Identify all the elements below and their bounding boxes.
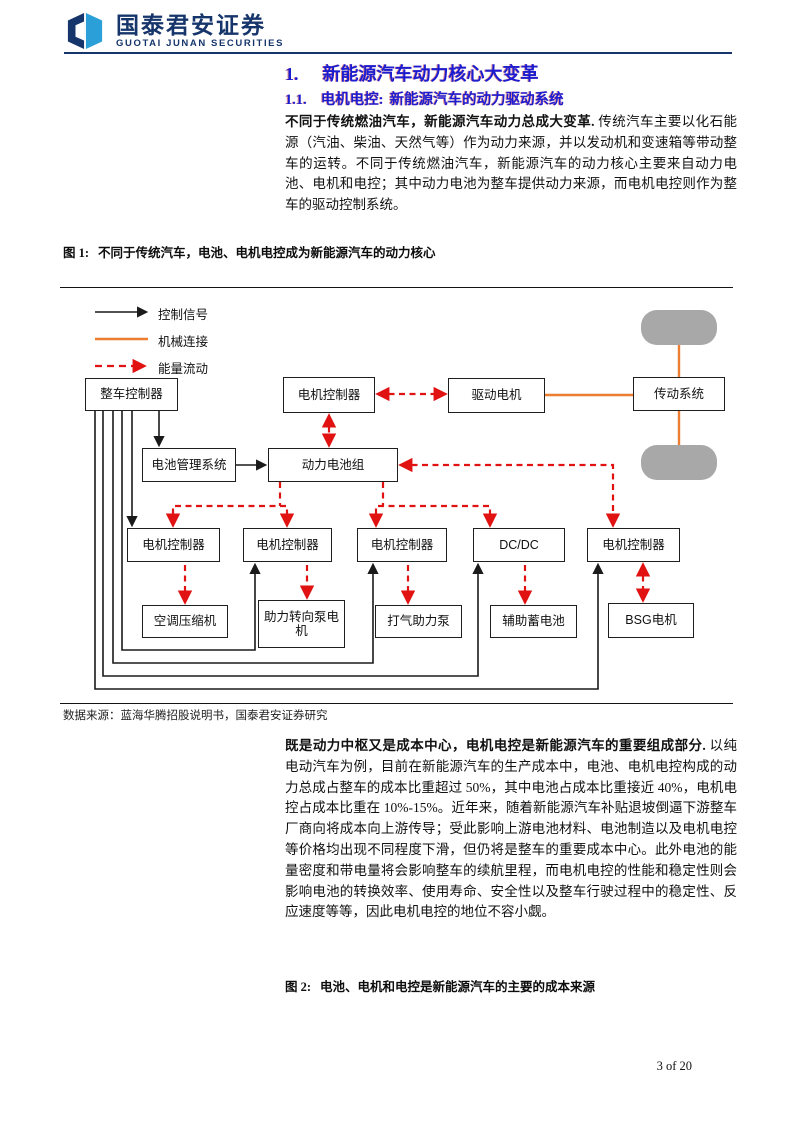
paragraph-2-lead: 既是动力中枢又是成本中心，电机电控是新能源汽车的重要组成部分. — [285, 738, 706, 753]
node-bsg-motor: BSG电机 — [608, 603, 694, 638]
subsection-title: 新能源汽车的动力驱动系统 — [389, 92, 564, 108]
paragraph-2: 既是动力中枢又是成本中心，电机电控是新能源汽车的重要组成部分. 以纯电动汽车为例… — [285, 736, 737, 923]
legend-label-mechanical-link: 机械连接 — [158, 335, 209, 349]
paragraph-2-body: 以纯电动汽车为例，目前在新能源汽车的生产成本中，电池、电机电控构成的动力总成占整… — [285, 738, 738, 920]
diagram-connectors — [94, 306, 681, 690]
subsection-keyword: 电机电控: — [320, 92, 384, 108]
wheel-bottom — [641, 445, 717, 480]
figure-2-caption-text: 电池、电机和电控是新能源汽车的主要的成本来源 — [320, 980, 596, 994]
legend-label-energy-flow: 能量流动 — [158, 362, 209, 376]
figure-bottom-rule — [60, 703, 733, 704]
node-motor-controller-4: 电机控制器 — [587, 528, 680, 562]
control-signal-wires — [94, 411, 604, 690]
paragraph-1: 不同于传统燃油汽车，新能源汽车动力总成大变革. 传统汽车主要以化石能源（汽油、柴… — [285, 112, 737, 216]
energy-flow-wires — [165, 386, 651, 605]
node-transmission: 传动系统 — [633, 377, 725, 411]
header-divider — [64, 52, 732, 54]
figure-top-rule — [60, 287, 733, 288]
figure-1-label: 图 1: — [63, 246, 90, 260]
node-air-pump: 打气助力泵 — [375, 605, 462, 638]
wheel-top — [641, 310, 717, 345]
section-number: 1. — [285, 64, 299, 84]
paragraph-1-lead: 不同于传统燃油汽车，新能源汽车动力总成大变革. — [285, 114, 595, 129]
brand-logo: 国泰君安证券 GUOTAI JUNAN SECURITIES — [64, 12, 284, 50]
paragraph-1-body: 传统汽车主要以化石能源（汽油、柴油、天然气等）作为动力来源，并以发动机和变速箱等… — [285, 114, 738, 213]
figure-2-caption: 图 2: 电池、电机和电控是新能源汽车的主要的成本来源 — [285, 976, 595, 995]
section-heading-1: 1. 新能源汽车动力核心大变革 — [285, 60, 539, 86]
figure-1-caption: 图 1: 不同于传统汽车，电池、电机电控成为新能源汽车的动力核心 — [63, 242, 436, 261]
node-dcdc-converter: DC/DC — [473, 528, 565, 562]
figure-1-source: 数据来源：蓝海华腾招股说明书，国泰君安证券研究 — [63, 710, 328, 722]
node-motor-controller-1: 电机控制器 — [127, 528, 220, 562]
section-heading-1-1: 1.1. 电机电控: 新能源汽车的动力驱动系统 — [285, 88, 564, 109]
logo-chinese-name: 国泰君安证券 — [116, 11, 266, 38]
node-motor-controller-2: 电机控制器 — [243, 528, 332, 562]
node-steering-pump-motor: 助力转向泵电机 — [258, 600, 345, 648]
node-battery-pack: 动力电池组 — [268, 448, 398, 482]
figure-1-diagram: 控制信号 机械连接 能量流动 整车控制器 电机控制器 驱动电机 传动系统 电池管… — [0, 287, 793, 703]
page-number: 3 of 20 — [656, 1059, 692, 1073]
mechanical-link-wires — [545, 345, 681, 445]
legend-label-control-signal: 控制信号 — [158, 308, 209, 322]
subsection-number: 1.1. — [285, 92, 307, 108]
node-drive-motor: 驱动电机 — [448, 378, 545, 413]
node-vehicle-controller: 整车控制器 — [85, 378, 178, 411]
logo-english-name: GUOTAI JUNAN SECURITIES — [116, 38, 285, 50]
figure-1-caption-text: 不同于传统汽车，电池、电机电控成为新能源汽车的动力核心 — [98, 246, 436, 260]
node-aux-battery: 辅助蓄电池 — [490, 605, 577, 638]
node-ac-compressor: 空调压缩机 — [142, 605, 228, 638]
section-title: 新能源汽车动力核心大变革 — [322, 64, 539, 84]
figure-2-label: 图 2: — [285, 980, 312, 994]
node-motor-controller-3: 电机控制器 — [357, 528, 447, 562]
guotai-junan-gem-icon — [67, 12, 103, 50]
node-battery-management: 电池管理系统 — [142, 448, 236, 482]
node-motor-controller-main: 电机控制器 — [283, 377, 375, 413]
